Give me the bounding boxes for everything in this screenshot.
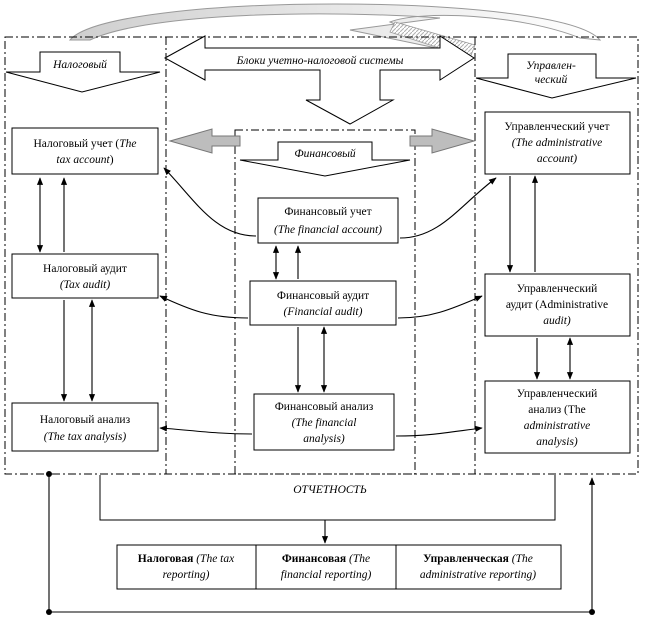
report-admin-line1: Управленческая (The xyxy=(423,553,533,565)
cross-connectors xyxy=(159,167,497,437)
financial-account-label-line2: (The financial account) xyxy=(274,224,382,236)
admin-audit-label: Управленческий xyxy=(517,283,598,295)
admin-analysis-label-line3: administrative xyxy=(524,420,590,432)
admin-banner-label-line2: ческий xyxy=(535,73,568,86)
reporting-title: ОТЧЕТНОСТЬ xyxy=(293,484,367,496)
tax-analysis-label: Налоговый анализ xyxy=(40,414,131,426)
admin-account-label: Управленческий учет xyxy=(504,121,609,133)
admin-banner: Управлен- ческий xyxy=(475,53,637,99)
tax-analysis-label-line2: (The tax analysis) xyxy=(44,431,127,443)
tax-analysis-box: Налоговый анализ (The tax analysis) xyxy=(11,402,159,452)
admin-analysis-label-line2: анализ (The xyxy=(528,404,585,416)
center-banner: Блоки учетно-налоговой системы xyxy=(163,35,475,125)
admin-audit-box: Управленческий аудит (Administrative aud… xyxy=(484,273,631,337)
report-financial-line1: Финансовая (The xyxy=(282,553,370,565)
admin-analysis-label: Управленческий xyxy=(517,388,598,400)
report-financial-line2: financial reporting) xyxy=(281,569,372,581)
tax-account-box: Налоговый учет (The tax account) xyxy=(11,127,159,175)
tax-audit-box: Налоговый аудит (Tax audit) xyxy=(11,253,159,299)
reporting-table: Налоговая (The tax reporting) Финансовая… xyxy=(116,544,562,590)
financial-analysis-label: Финансовый анализ xyxy=(275,401,374,413)
report-tax-line2: reporting) xyxy=(163,569,210,581)
financial-audit-box: Финансовый аудит (Financial audit) xyxy=(249,280,397,326)
report-tax-line1: Налоговая (The tax xyxy=(138,553,235,565)
tax-audit-label: Налоговый аудит xyxy=(43,263,127,275)
financial-account-box: Финансовый учет (The financial account) xyxy=(257,197,399,244)
admin-audit-label-line2: аудит (Administrative xyxy=(506,299,608,311)
admin-account-label-line2: (The administrative xyxy=(512,137,602,149)
feedback-loop xyxy=(46,471,596,615)
vertical-connectors xyxy=(36,175,574,402)
financial-analysis-label-line2: (The financial xyxy=(292,417,357,429)
financial-dashed-frame xyxy=(234,129,416,475)
reporting-bracket: ОТЧЕТНОСТЬ xyxy=(99,475,556,544)
financial-account-label: Финансовый учет xyxy=(284,206,371,218)
admin-account-box: Управленческий учет (The administrative … xyxy=(484,111,631,175)
tax-account-label-line2: tax account) xyxy=(56,154,113,166)
tax-account-label: Налоговый учет (The xyxy=(34,138,137,150)
tax-audit-label-line2: (Tax audit) xyxy=(60,279,111,291)
admin-analysis-label-line4: analysis) xyxy=(536,436,578,448)
grey-double-arrows xyxy=(168,128,476,154)
financial-banner-label: Финансовый xyxy=(294,147,356,160)
admin-audit-label-line3: audit) xyxy=(543,315,571,327)
tax-banner-label: Налоговый xyxy=(52,58,107,71)
admin-analysis-box: Управленческий анализ (The administrativ… xyxy=(484,380,631,454)
admin-account-label-line3: account) xyxy=(537,153,577,165)
financial-audit-label-line2: (Financial audit) xyxy=(284,306,363,318)
center-banner-label: Блоки учетно-налоговой системы xyxy=(236,54,404,67)
admin-banner-label-line1: Управлен- xyxy=(526,60,576,72)
financial-banner: Финансовый xyxy=(239,141,411,177)
outer-dashed-frame xyxy=(4,36,639,475)
financial-analysis-box: Финансовый анализ (The financial analysi… xyxy=(253,393,395,451)
financial-audit-label: Финансовый аудит xyxy=(277,290,369,302)
report-admin-line2: administrative reporting) xyxy=(420,569,536,581)
financial-analysis-label-line3: analysis) xyxy=(303,433,345,445)
tax-banner: Налоговый xyxy=(5,51,161,93)
